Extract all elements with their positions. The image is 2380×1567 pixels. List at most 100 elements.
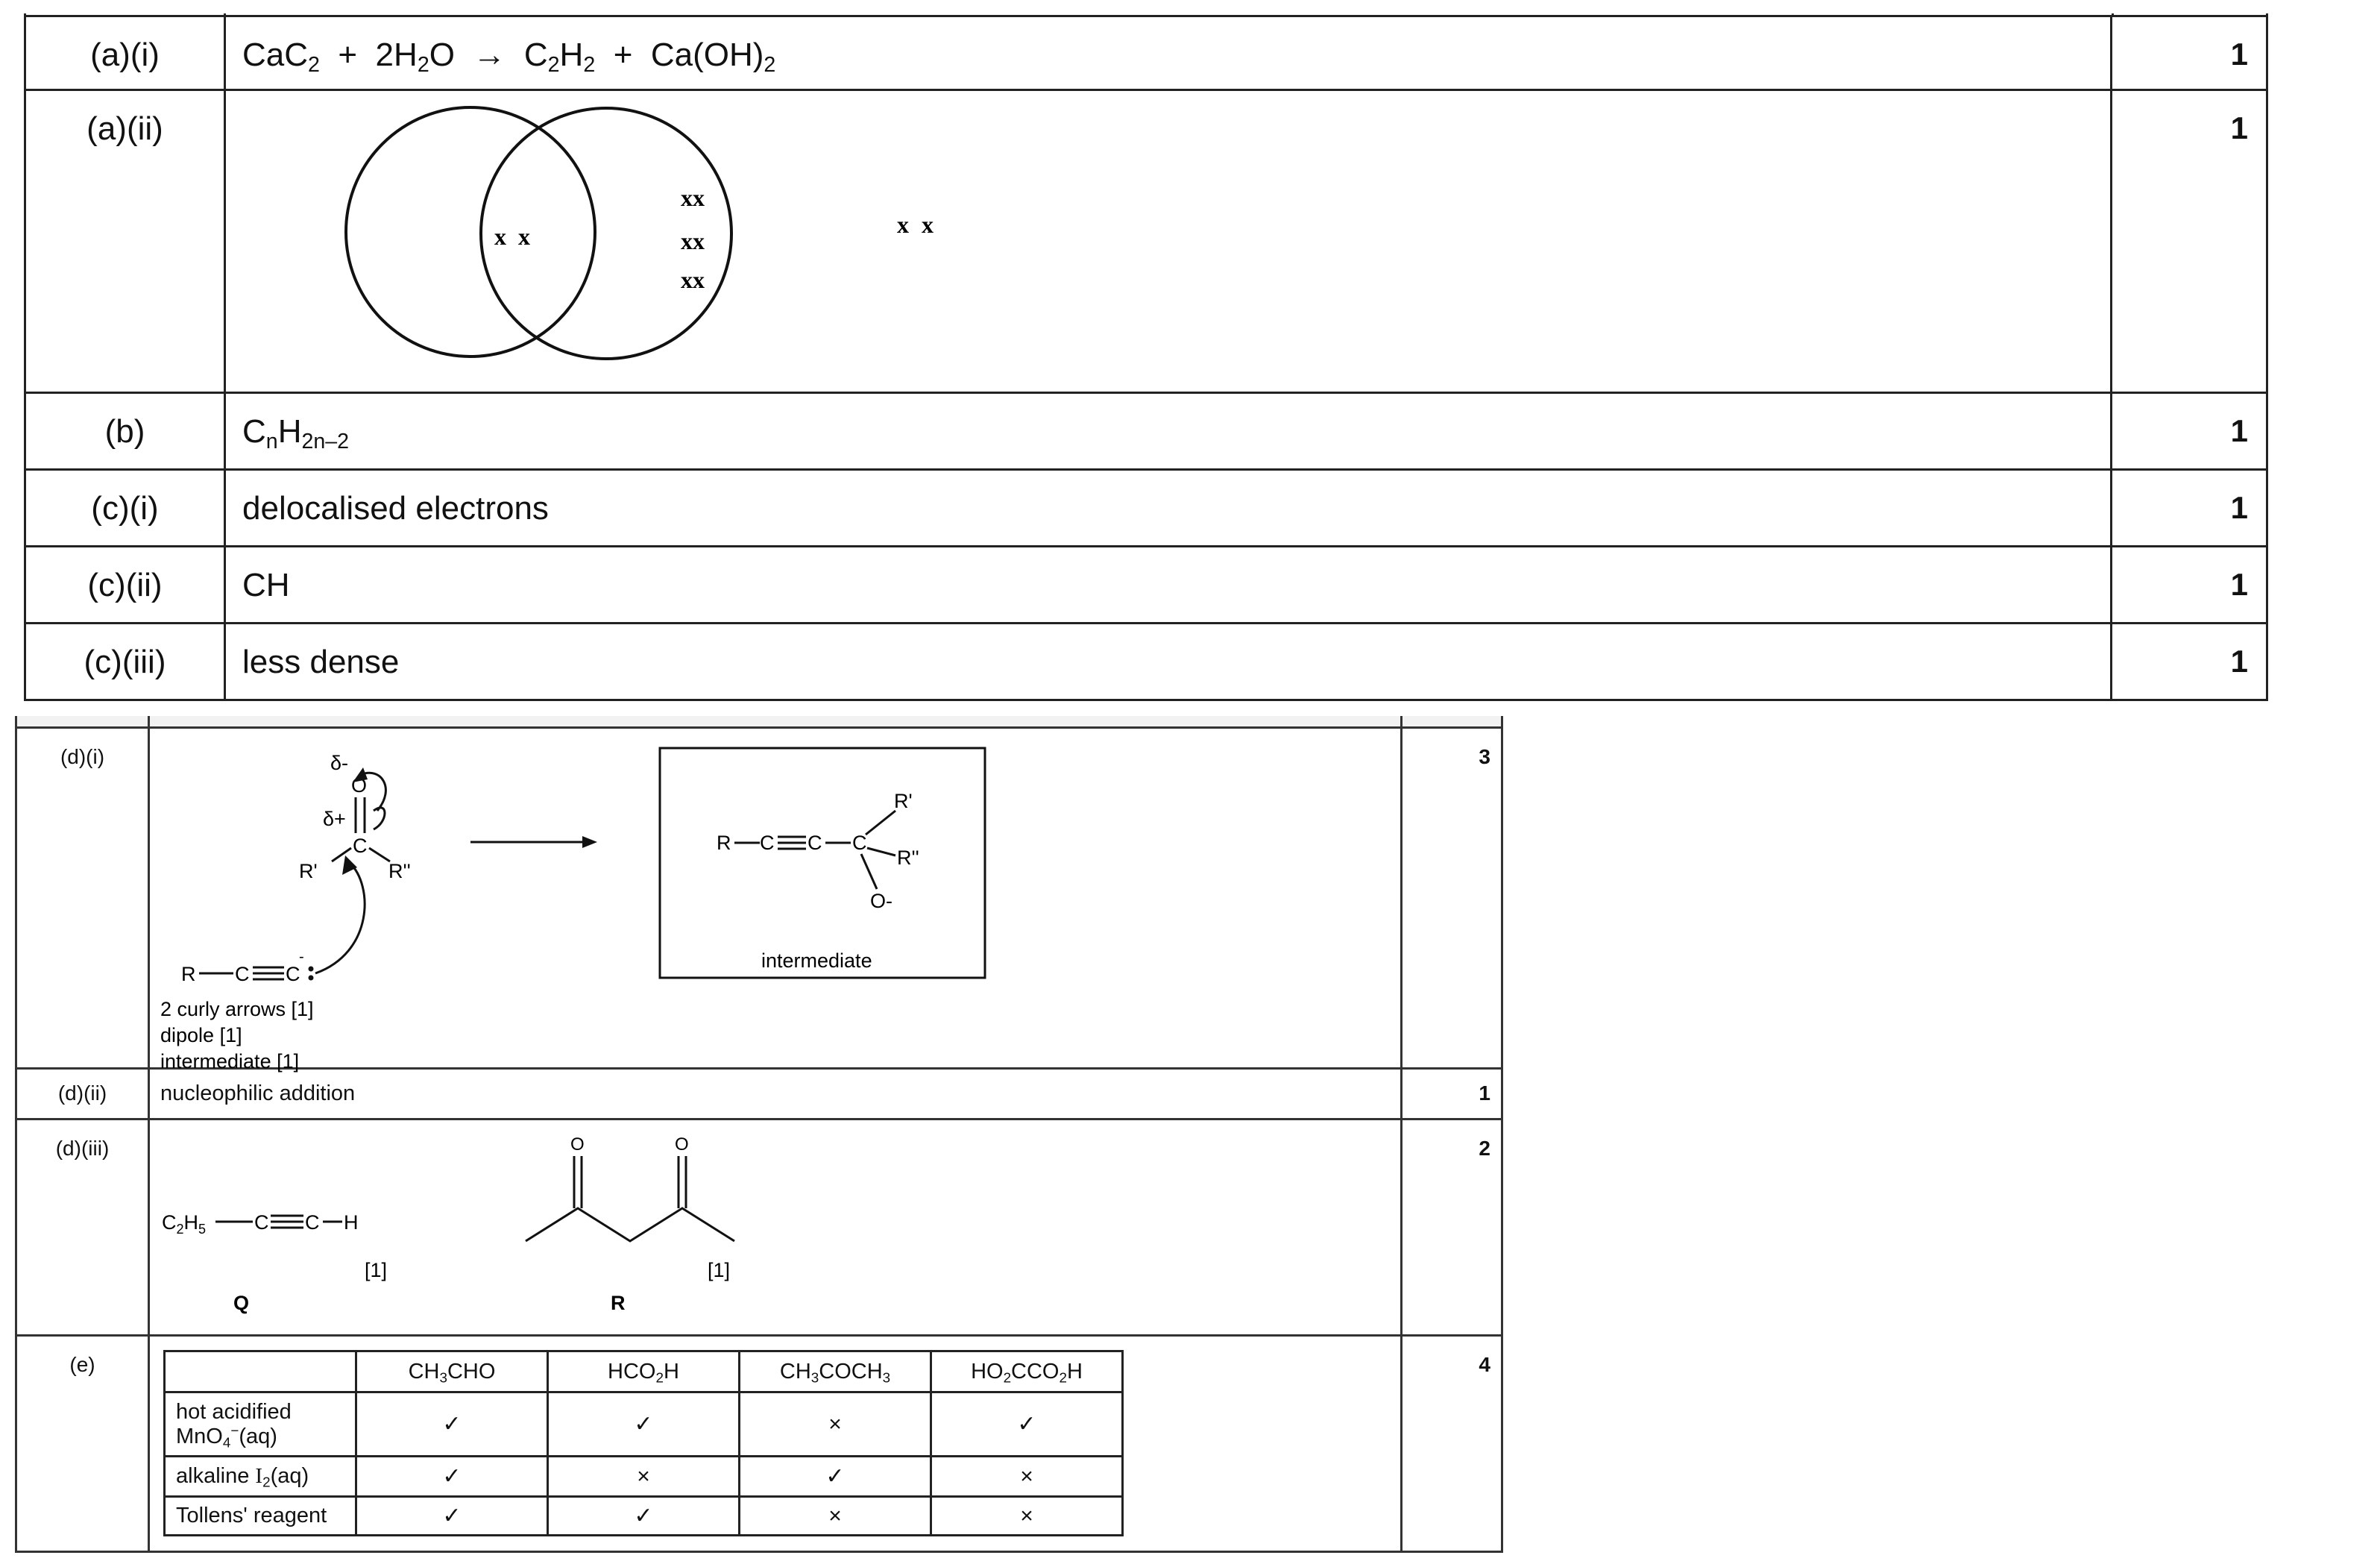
table-row: (e) CH3CHO HCO2H CH3COCH3 HO2CCO2H hot a… [15, 1337, 1503, 1553]
divider [148, 716, 150, 726]
answer-text: nucleophilic addition [150, 1070, 1402, 1118]
mark-scheme-table-2: (d)(i) δ- O δ+ C R' R'' R [15, 716, 1503, 1555]
bond-pair: xx [681, 227, 705, 254]
question-label: (b) [26, 394, 226, 468]
table-row: (a)(ii) x x x x xx xx xx 1 [24, 91, 2268, 394]
structure-label-r: R [611, 1292, 626, 1314]
intermediate-label: intermediate [761, 949, 872, 972]
bond-pair: xx [681, 184, 705, 211]
mark-value: 1 [2230, 37, 2248, 72]
r-prime-group: R' [299, 860, 318, 882]
mark-value: 4 [1479, 1353, 1490, 1376]
column-header [163, 1350, 357, 1393]
structure-diagram: C2H5 C C H [1] Q O O [1] R [162, 1134, 735, 1314]
delta-plus-label: δ+ [323, 808, 346, 830]
question-label: (c)(i) [26, 471, 226, 545]
result-cell: × [930, 1455, 1124, 1498]
table-top-stub [24, 13, 2268, 15]
question-label: (a)(i) [26, 17, 226, 89]
reagent-cell: alkaline I2(aq) [163, 1455, 357, 1498]
r-group: R [717, 832, 731, 854]
dot-cross-diagram: x x x x xx xx xx [344, 106, 934, 360]
bond-pair: xx [681, 266, 705, 293]
table-row: (d)(i) δ- O δ+ C R' R'' R [15, 726, 1503, 1073]
test-results-table: CH3CHO HCO2H CH3COCH3 HO2CCO2H hot acidi… [163, 1350, 1124, 1536]
carbon-atom: C [760, 832, 775, 854]
electron-cross: x [897, 211, 909, 238]
result-cell: × [738, 1391, 932, 1457]
question-label: (e) [17, 1337, 150, 1551]
oxygen-atom: O [570, 1134, 585, 1155]
mark-value: 1 [2230, 413, 2248, 448]
carbon-atom: C [254, 1211, 269, 1234]
question-label: (d)(ii) [17, 1070, 150, 1118]
answer-text: CH [226, 547, 2112, 622]
table-row: (c)(ii) CH 1 [24, 547, 2268, 624]
result-cell: × [930, 1495, 1124, 1536]
answer-diagram: x x x x xx xx xx [226, 91, 2112, 392]
marking-point: 2 curly arrows [1] [160, 998, 314, 1020]
carbon-anion: C [286, 963, 300, 985]
mechanism-diagram: δ- O δ+ C R' R'' R C [160, 747, 986, 1073]
structure-label-q: Q [233, 1292, 249, 1314]
answer-table: CH3CHO HCO2H CH3COCH3 HO2CCO2H hot acidi… [150, 1337, 1402, 1551]
mark-value: 1 [2230, 567, 2248, 602]
result-cell: ✓ [355, 1495, 549, 1536]
table-row: (c)(iii) less dense 1 [24, 624, 2268, 701]
carbon-atom: C [852, 832, 867, 854]
table-row: (d)(iii) C2H5 C C H [1] Q [15, 1120, 1503, 1337]
result-cell: ✓ [355, 1391, 549, 1457]
reagent-cell: Tollens' reagent [163, 1495, 357, 1536]
question-label: (d)(iii) [17, 1120, 150, 1334]
table-row: Tollens' reagent ✓ ✓ × × [163, 1495, 1124, 1536]
result-cell: ✓ [355, 1455, 549, 1498]
answer-text: less dense [226, 624, 2112, 699]
ethyl-group: C2H5 [162, 1211, 206, 1237]
result-cell: ✓ [547, 1495, 740, 1536]
mark-value: 3 [1479, 745, 1490, 768]
question-label: (a)(ii) [26, 91, 226, 392]
answer-equation: CaC2 + 2H2O → C2H2 + Ca(OH)2 [226, 17, 2112, 89]
r-double-prime-group: R'' [388, 860, 411, 882]
mark-value: 1 [1479, 1081, 1490, 1105]
question-label: (d)(i) [17, 729, 150, 1067]
column-header: CH3COCH3 [738, 1350, 932, 1393]
column-header: HCO2H [547, 1350, 740, 1393]
question-label: (c)(iii) [26, 624, 226, 699]
oxygen-atom: O [675, 1134, 689, 1155]
carbon-atom: C [305, 1211, 320, 1234]
table-top-stub [15, 716, 1503, 726]
column-header: CH3CHO [355, 1350, 549, 1393]
result-cell: ✓ [930, 1391, 1124, 1457]
answer-text: delocalised electrons [226, 471, 2112, 545]
answer-structures: C2H5 C C H [1] Q O O [1] R [150, 1120, 1402, 1334]
question-label: (c)(ii) [26, 547, 226, 622]
divider [1400, 716, 1402, 726]
table-row: (c)(i) delocalised electrons 1 [24, 471, 2268, 547]
table-row: (b) CnH2n–2 1 [24, 394, 2268, 471]
delta-minus-label: δ- [330, 752, 348, 774]
r-prime-group: R' [894, 790, 913, 812]
answer-mechanism: δ- O δ+ C R' R'' R C [150, 729, 1402, 1073]
table-row: alkaline I2(aq) ✓ × ✓ × [163, 1455, 1124, 1498]
table-row: (d)(ii) nucleophilic addition 1 [15, 1070, 1503, 1120]
marking-point: dipole [1] [160, 1024, 242, 1046]
marking-point: intermediate [1] [160, 1050, 299, 1073]
r-double-prime-group: R'' [897, 847, 919, 869]
structure-mark: [1] [708, 1259, 730, 1281]
divider [224, 13, 226, 15]
mark-value: 1 [2230, 110, 2248, 145]
r-group: R [181, 963, 196, 985]
electron-cross: x [922, 211, 934, 238]
electron-cross: x [494, 223, 506, 250]
mark-value: 1 [2230, 644, 2248, 679]
result-cell: × [738, 1495, 932, 1536]
mark-scheme-table-1: (a)(i) CaC2 + 2H2O → C2H2 + Ca(OH)2 1 (a… [24, 13, 2268, 701]
carbon-atom: C [235, 963, 250, 985]
oxygen-anion: O- [870, 890, 892, 912]
table-header-row: CH3CHO HCO2H CH3COCH3 HO2CCO2H [163, 1350, 1124, 1393]
hydrogen-atom: H [344, 1211, 359, 1234]
svg-text:-: - [299, 949, 304, 965]
